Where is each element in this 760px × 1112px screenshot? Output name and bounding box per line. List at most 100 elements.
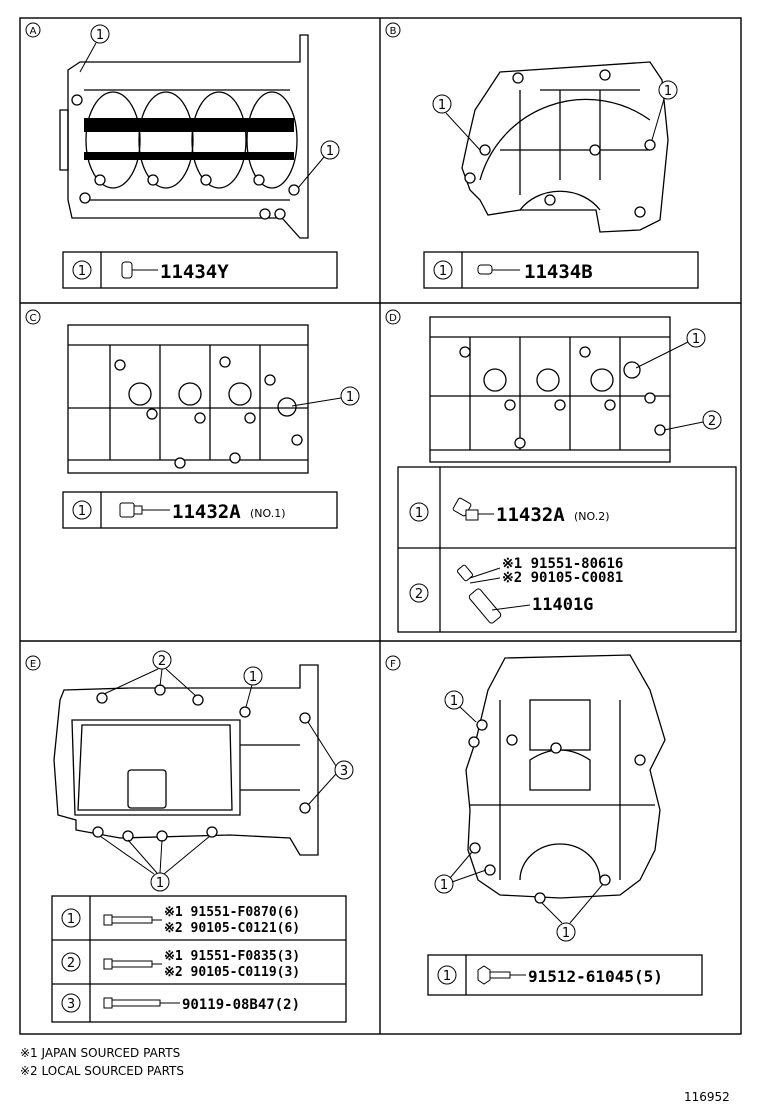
svg-text:1: 1 <box>96 28 104 43</box>
svg-text:2: 2 <box>158 654 166 669</box>
panel-d-table: 1 11432A (NO.2) 2 ※1 91551-80616 ※2 9010… <box>397 466 737 633</box>
bolt-icon <box>477 965 526 985</box>
panel-marker-f: F <box>385 655 401 671</box>
panel-c-callouts: 1 <box>291 386 360 407</box>
panel-e-table: 1 ※1 91551-F0870(6) ※2 90105-C0121(6) 2 … <box>51 895 347 1023</box>
svg-text:1: 1 <box>450 694 458 709</box>
table-callout: 1 <box>78 504 86 519</box>
bolt-icon <box>103 958 162 970</box>
panel-b-engine-block-side <box>461 61 669 233</box>
svg-text:1: 1 <box>440 878 448 893</box>
cylinder-bores <box>85 91 298 189</box>
bolt-holes <box>114 356 303 469</box>
callout-2: 2 <box>103 650 197 697</box>
part-number: ※1 91551-F0835(3) <box>164 949 300 964</box>
panel-a-table: 1 11434Y <box>62 251 338 289</box>
footnote-japan: ※1 JAPAN SOURCED PARTS <box>20 1046 181 1060</box>
table-callout: 3 <box>67 997 75 1012</box>
table-callout: 2 <box>415 587 423 602</box>
pin-icon <box>121 261 158 279</box>
callout-1: 1 <box>541 883 604 942</box>
part-note: (NO.2) <box>574 510 610 523</box>
svg-text:D: D <box>389 313 397 324</box>
bolt-holes <box>92 684 311 842</box>
panel-a-callouts: 1 1 <box>79 24 340 189</box>
table-callout: 1 <box>78 264 86 279</box>
panel-marker-c: C <box>25 309 41 325</box>
svg-text:B: B <box>390 26 397 37</box>
callout-1: 1 <box>99 835 211 892</box>
bolt-icon <box>103 914 162 926</box>
svg-text:1: 1 <box>438 98 446 113</box>
svg-text:3: 3 <box>340 764 348 779</box>
svg-text:F: F <box>390 659 396 670</box>
part-number: 11434Y <box>160 261 229 283</box>
svg-text:1: 1 <box>562 926 570 941</box>
part-number: ※2 90105-C0121(6) <box>164 921 300 936</box>
svg-text:1: 1 <box>326 144 334 159</box>
svg-text:1: 1 <box>664 84 672 99</box>
panel-b-table: 1 11434B <box>423 251 699 289</box>
bearing-bosses <box>483 361 641 392</box>
panel-marker-e: E <box>25 655 41 671</box>
part-number: 90119-08B47(2) <box>182 997 300 1013</box>
panel-e-callouts: 2 1 3 1 <box>99 650 354 892</box>
figure-number: 116952 <box>684 1090 730 1104</box>
table-callout: 1 <box>439 264 447 279</box>
part-number: 11434B <box>524 261 593 283</box>
svg-text:1: 1 <box>156 876 164 891</box>
panel-e-oil-pan-view <box>53 664 319 856</box>
callout-1: 1 <box>651 80 678 141</box>
callout-3: 3 <box>307 721 354 806</box>
part-number: ※1 91551-F0870(6) <box>164 905 300 920</box>
part-number: 11401G <box>532 595 593 615</box>
svg-text:1: 1 <box>249 670 257 685</box>
callout-1: 1 <box>291 386 360 407</box>
plug-icon <box>452 497 494 521</box>
part-number: ※1 91551-80616 <box>502 556 623 572</box>
panel-marker-a: A <box>25 22 41 38</box>
panel-d-callouts: 1 2 <box>635 328 722 431</box>
callout-1: 1 <box>434 851 487 894</box>
callout-1: 1 <box>297 140 340 189</box>
part-number: ※2 90105-C0119(3) <box>164 965 300 980</box>
bolt-holes <box>468 719 646 904</box>
callout-1: 1 <box>79 24 110 73</box>
part-number: ※2 90105-C0081 <box>502 570 623 586</box>
part-number: 91512-61045(5) <box>528 967 663 986</box>
panel-markers: A B C D E F <box>25 22 401 671</box>
panel-a-engine-block-front <box>59 34 309 239</box>
table-callout: 2 <box>67 956 75 971</box>
svg-text:C: C <box>30 313 37 324</box>
table-callout: 1 <box>443 969 451 984</box>
svg-text:1: 1 <box>692 332 700 347</box>
plug-icon <box>119 502 170 518</box>
sensor-icon <box>456 564 531 624</box>
panel-marker-b: B <box>385 22 401 38</box>
grid-frame <box>19 17 742 1035</box>
panel-c-table: 1 11432A (NO.1) <box>62 491 338 529</box>
table-callout: 1 <box>67 912 75 927</box>
svg-text:E: E <box>30 659 36 670</box>
part-number: 11432A <box>496 504 565 526</box>
bearing-bosses <box>128 382 297 417</box>
footnote-local: ※2 LOCAL SOURCED PARTS <box>20 1064 184 1078</box>
stud-icon <box>103 997 180 1009</box>
callout-1: 1 <box>432 94 481 151</box>
callout-1: 1 <box>444 690 477 723</box>
callout-2: 2 <box>663 410 722 431</box>
panel-f-table: 1 91512-61045(5) <box>427 954 703 996</box>
callout-1: 1 <box>243 666 263 708</box>
svg-text:A: A <box>30 26 37 37</box>
svg-text:1: 1 <box>346 390 354 405</box>
table-callout: 1 <box>415 506 423 521</box>
panel-f-engine-block-rear <box>465 654 666 904</box>
callout-1: 1 <box>635 328 706 369</box>
panel-c-engine-block-lower <box>67 324 309 474</box>
panel-b-callouts: 1 1 <box>432 80 678 151</box>
panel-f-callouts: 1 1 1 <box>434 690 604 942</box>
pin-icon <box>477 264 520 275</box>
svg-text:2: 2 <box>708 414 716 429</box>
part-number: 11432A <box>172 501 241 523</box>
